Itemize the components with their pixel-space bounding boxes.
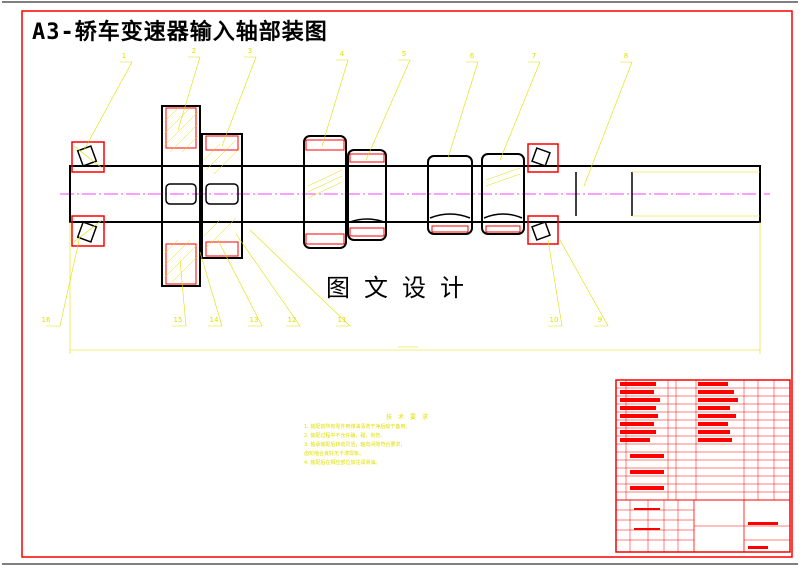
part-balloon-label: 13 [250, 316, 259, 324]
shaft-body [69, 165, 761, 223]
left-bearing [71, 141, 105, 247]
part-balloon-label: 15 [174, 316, 183, 324]
part-balloon-label: 10 [550, 316, 559, 324]
technical-notes-heading: 技术要求 [385, 414, 434, 421]
technical-note-line: 2. 装配过程中不允许磕、碰、划伤。 [304, 433, 386, 439]
leader-lines [46, 56, 633, 327]
drawing-title: A3-轿车变速器输入轴部装图 [32, 20, 328, 45]
title-block [615, 379, 791, 553]
technical-note-line: 3. 轴承装配后转动灵活，轴向间隙符合要求， [304, 442, 406, 448]
input-gear-second [201, 133, 243, 259]
technical-notes-lines: 1. 装配前所有零件用煤油清洗干净后晾干备用。 2. 装配过程中不允许磕、碰、划伤… [300, 423, 520, 468]
overall-dimension [69, 222, 761, 354]
part-balloon-label: 1 [122, 52, 126, 60]
technical-notes: 技术要求 1. 装配前所有零件用煤油清洗干净后晾干备用。 2. 装配过程中不允许磕… [300, 413, 520, 468]
part-balloon-label: 5 [402, 50, 406, 58]
gear-fifth [347, 149, 387, 241]
part-balloon-label: 4 [340, 50, 345, 58]
technical-note-line: 4. 装配后在相应部位加注润滑油。 [304, 460, 381, 466]
title-block-fills [620, 382, 778, 549]
right-bearing [527, 143, 559, 245]
shaft-assembly [69, 105, 761, 287]
gear-sixth [427, 155, 473, 235]
part-balloon-label: 8 [624, 52, 628, 60]
part-balloon-label: 3 [248, 47, 252, 55]
part-balloon-label: 2 [192, 47, 196, 55]
technical-note-line: 1. 装配前所有零件用煤油清洗干净后晾干备用。 [304, 424, 411, 430]
part-balloon-label: 16 [42, 316, 51, 324]
part-balloon-label: 6 [470, 52, 475, 60]
gear-seventh [481, 153, 525, 235]
gear-fourth [303, 135, 347, 249]
input-gear-large [161, 105, 201, 287]
sheet-border [21, 10, 793, 558]
part-balloon-label: 7 [532, 52, 536, 60]
watermark-text: 图文设计 [326, 274, 478, 302]
part-balloon-label: 9 [598, 316, 602, 324]
part-balloon-label: 12 [288, 316, 297, 324]
part-balloon-label: 14 [210, 316, 219, 324]
part-balloon-label: 11 [338, 316, 347, 324]
technical-note-line: 齿轮啮合良好无卡滞现象。 [304, 451, 365, 457]
